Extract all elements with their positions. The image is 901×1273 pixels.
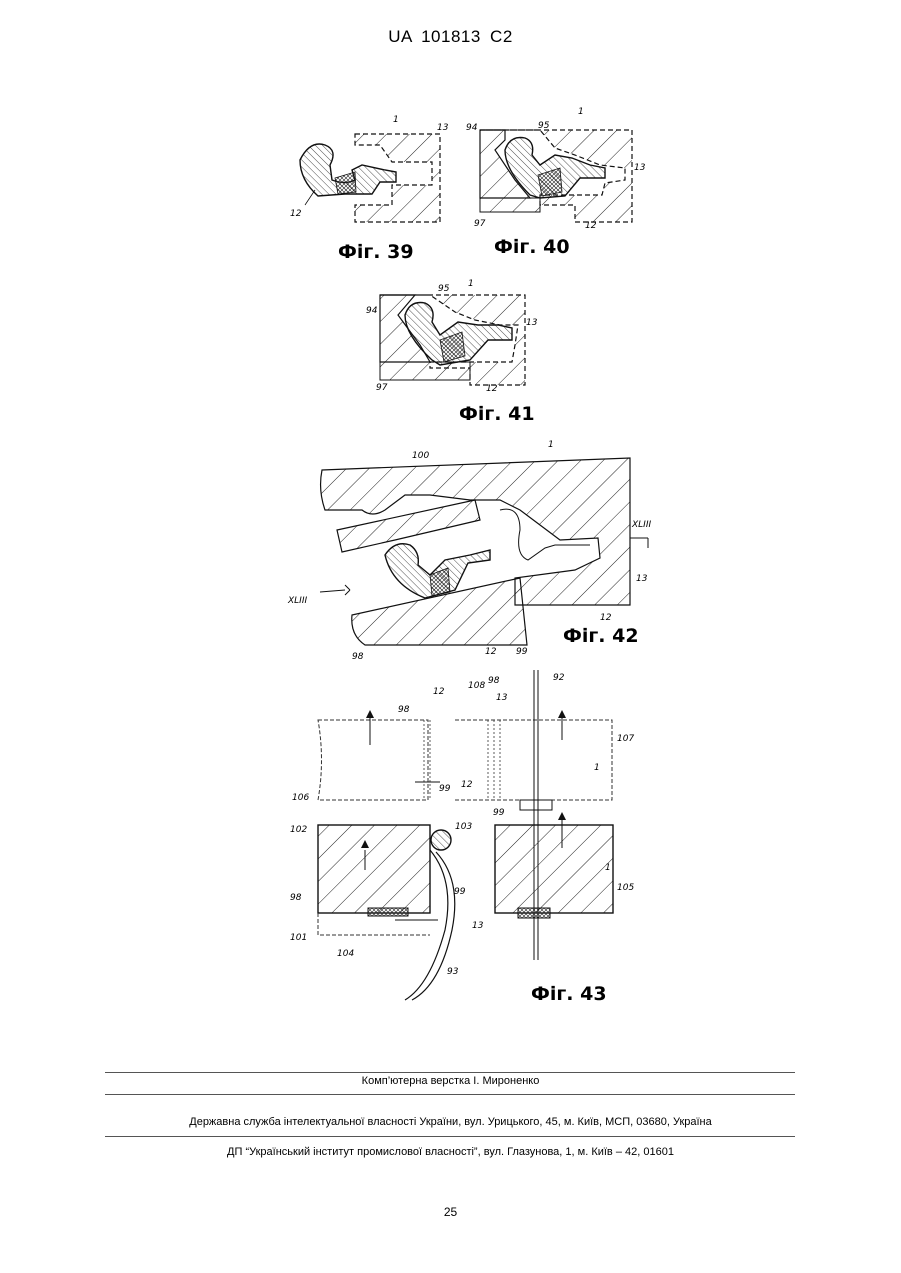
ref-103: 103 — [455, 822, 472, 832]
ref-97: 97 — [376, 383, 388, 393]
ref-13: 13 — [437, 123, 449, 133]
figure-43: 108 98 12 98 13 92 107 1 106 99 12 99 10… — [290, 670, 634, 1005]
figure-39-label: Фіг. 39 — [338, 241, 414, 263]
ref-12-upper: 12 — [600, 613, 612, 623]
ref-101: 101 — [290, 933, 307, 943]
ref-99-lower: 99 — [454, 887, 466, 897]
ref-99-mid: 99 — [493, 808, 505, 818]
figure-42-label: Фіг. 42 — [563, 625, 639, 647]
ref-xliii-left: XLIII — [287, 596, 307, 606]
ref-13-top: 13 — [496, 693, 508, 703]
ref-1: 1 — [393, 115, 399, 125]
ref-108: 108 — [468, 681, 485, 691]
ref-12-mid: 12 — [461, 780, 473, 790]
ref-107: 107 — [617, 734, 634, 744]
ref-106: 106 — [292, 793, 309, 803]
page-number: 25 — [0, 1205, 901, 1219]
ref-98-lower: 98 — [290, 893, 302, 903]
ref-1-upper: 1 — [594, 763, 600, 773]
ref-98-top: 98 — [488, 676, 500, 686]
ref-102: 102 — [290, 825, 307, 835]
ref-100: 100 — [412, 451, 429, 461]
ref-13-lower: 13 — [472, 921, 484, 931]
ref-12: 12 — [486, 384, 498, 394]
footer-rule-bottom — [105, 1136, 795, 1137]
ref-95: 95 — [538, 121, 550, 131]
figure-40-label: Фіг. 40 — [494, 236, 570, 258]
figure-43-label: Фіг. 43 — [531, 983, 607, 1005]
ref-13: 13 — [634, 163, 646, 173]
ref-99-upper-left: 99 — [439, 784, 451, 794]
figure-39: 1 13 12 Фіг. 39 — [290, 115, 449, 263]
ref-98-upper-left: 98 — [398, 705, 410, 715]
ref-104: 104 — [337, 949, 354, 959]
ref-1: 1 — [468, 279, 474, 289]
ref-92: 92 — [553, 673, 565, 683]
ref-xliii-right: XLIII — [631, 520, 651, 530]
ref-99: 99 — [516, 647, 528, 657]
ref-1: 1 — [578, 107, 584, 117]
ref-12-lower: 12 — [485, 647, 497, 657]
ref-93: 93 — [447, 967, 459, 977]
figure-42: 1 100 XLIII XLIII 13 12 98 12 99 Фіг. 42 — [287, 440, 651, 662]
ref-1-lower: 1 — [605, 863, 611, 873]
ref-105: 105 — [617, 883, 634, 893]
footer-rule-middle — [105, 1094, 795, 1095]
ref-13: 13 — [636, 574, 648, 584]
ref-1: 1 — [548, 440, 554, 450]
footer-publisher: ДП “Український інститут промислової вла… — [0, 1146, 901, 1158]
ref-95: 95 — [438, 284, 450, 294]
ref-94: 94 — [466, 123, 478, 133]
ref-97: 97 — [474, 219, 486, 229]
ref-98: 98 — [352, 652, 364, 662]
figure-41-label: Фіг. 41 — [459, 403, 535, 425]
patent-drawings: 1 13 12 Фіг. 39 94 95 1 13 97 12 Фіг. 40… — [0, 0, 901, 1060]
figure-41: 95 1 94 13 97 12 Фіг. 41 — [366, 279, 538, 425]
ref-94: 94 — [366, 306, 378, 316]
figure-40: 94 95 1 13 97 12 Фіг. 40 — [466, 107, 646, 258]
footer-layout-credit: Комп’ютерна верстка І. Мироненко — [0, 1075, 901, 1087]
ref-12-top: 12 — [433, 687, 445, 697]
ref-12: 12 — [290, 209, 302, 219]
ref-13: 13 — [526, 318, 538, 328]
ref-12: 12 — [585, 221, 597, 231]
footer-agency: Державна служба інтелектуальної власност… — [0, 1116, 901, 1128]
footer-rule-top — [105, 1072, 795, 1073]
